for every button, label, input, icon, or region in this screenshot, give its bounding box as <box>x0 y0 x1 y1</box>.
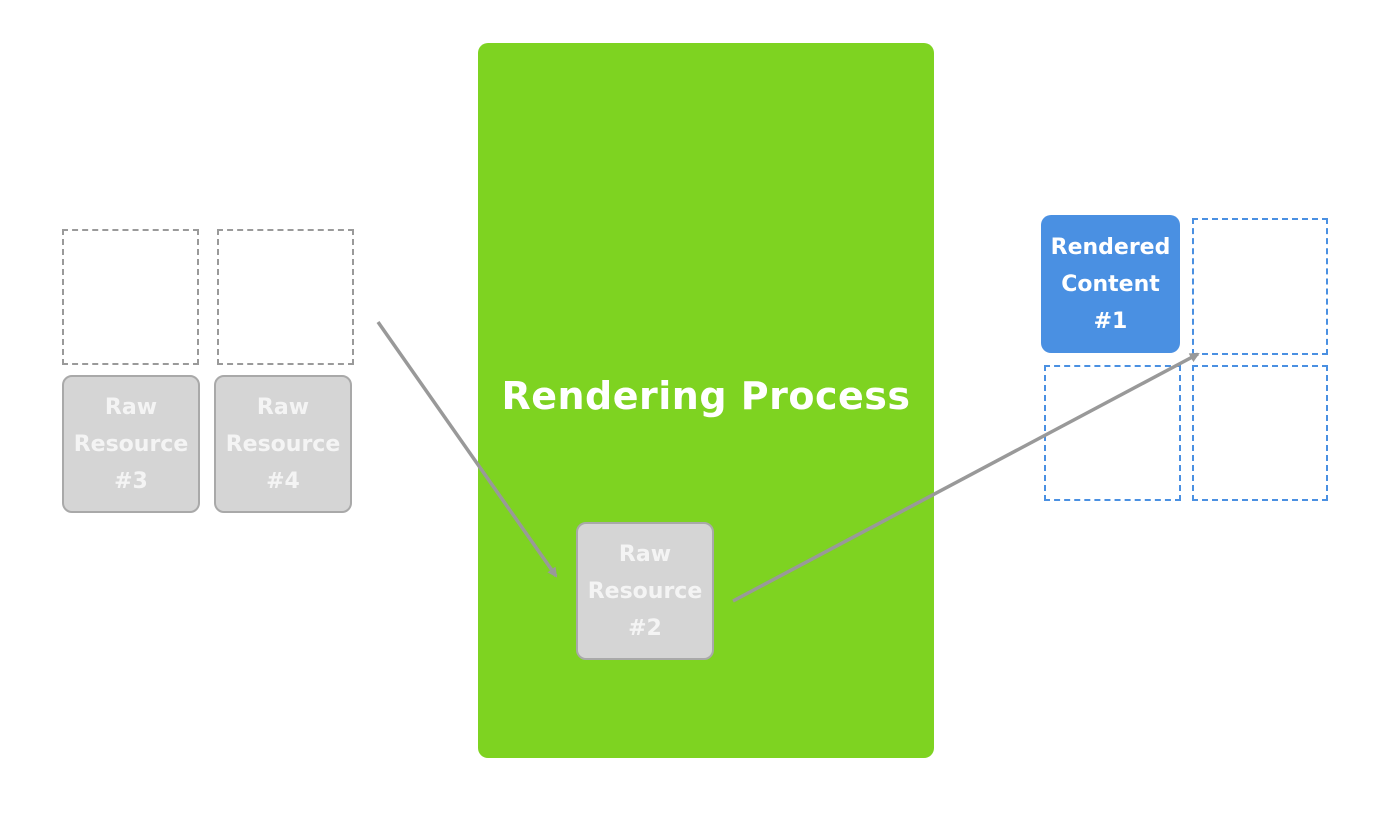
rendered-content-line3: #1 <box>1093 308 1128 334</box>
raw-resource-2-line2: Resource <box>587 578 703 604</box>
rendered-content-1: Rendered Content #1 <box>1041 215 1180 353</box>
arrow-process-to-output <box>732 352 1200 603</box>
raw-resource-4-line1: Raw <box>256 394 310 420</box>
raw-resource-3-line1: Raw <box>104 394 158 420</box>
raw-resource-4-line3: #4 <box>266 468 300 494</box>
raw-resource-3-line2: Resource <box>73 431 189 457</box>
rendered-content-line1: Rendered <box>1050 234 1171 260</box>
raw-resource-2-line3: #2 <box>628 615 662 641</box>
raw-resource-3-line3: #3 <box>114 468 148 494</box>
raw-resource-4: Raw Resource #4 <box>214 375 352 513</box>
raw-resource-2-line1: Raw <box>618 541 672 567</box>
arrow-queue-to-process <box>376 320 558 578</box>
raw-resource-3: Raw Resource #3 <box>62 375 200 513</box>
empty-slot-left-1 <box>62 229 199 365</box>
raw-resource-4-line2: Resource <box>225 431 341 457</box>
raw-resource-2: Raw Resource #2 <box>576 522 714 660</box>
output-slot-bottom-right <box>1192 365 1328 501</box>
output-slot-top-right <box>1192 218 1328 355</box>
rendered-content-line2: Content <box>1061 271 1160 297</box>
empty-slot-left-2 <box>217 229 354 365</box>
output-slot-bottom-left <box>1044 365 1181 501</box>
rendering-process-title: Rendering Process <box>501 374 911 418</box>
